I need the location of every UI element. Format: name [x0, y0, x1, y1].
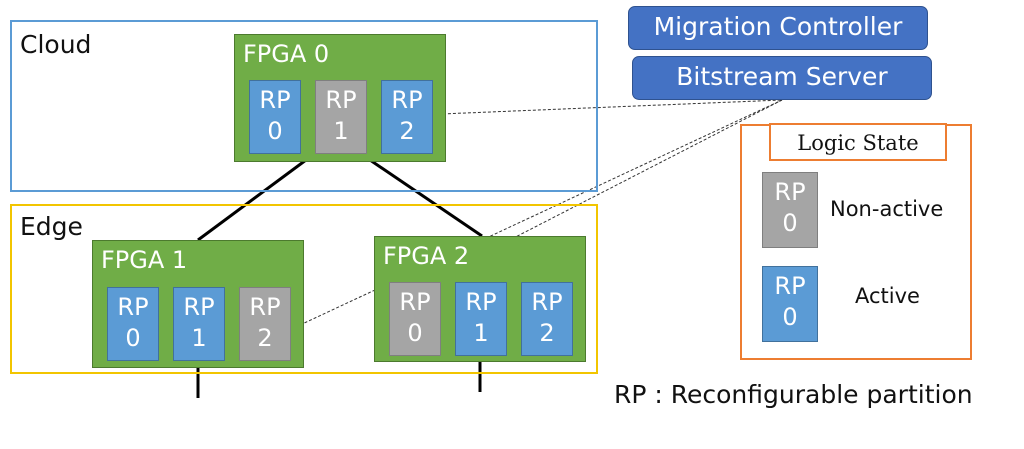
- fpga-title: FPGA 0: [243, 40, 330, 68]
- rp-index: 2: [539, 319, 555, 347]
- cloud-label: Cloud: [20, 30, 92, 59]
- rp-box: RP 2: [239, 287, 291, 361]
- rp-box: RP 2: [521, 282, 573, 356]
- rp-label: RP: [259, 86, 291, 114]
- rp-box: RP 1: [315, 80, 367, 154]
- edge-label: Edge: [20, 212, 83, 241]
- rp-label: RP: [117, 293, 149, 321]
- rp-index: 1: [473, 319, 489, 347]
- edge-region: [10, 204, 598, 374]
- rp-label: RP: [465, 288, 497, 316]
- rp-label: RP: [325, 86, 357, 114]
- rp-index: 0: [407, 319, 423, 347]
- rp-label: RP: [391, 86, 423, 114]
- rp-box: RP 1: [455, 282, 507, 356]
- rp-box: RP 2: [381, 80, 433, 154]
- legend-active-label: Active: [855, 284, 920, 308]
- rp-index: 2: [257, 324, 273, 352]
- rp-box: RP 1: [173, 287, 225, 361]
- legend-active-swatch: RP 0: [762, 266, 818, 342]
- rp-label: RP: [249, 293, 281, 321]
- rp-label: RP: [774, 178, 806, 206]
- fpga-2: FPGA 2 RP 0 RP 1 RP 2: [374, 236, 586, 362]
- rp-box: RP 0: [107, 287, 159, 361]
- rp-label: RP: [774, 272, 806, 300]
- rp-index: 1: [191, 324, 207, 352]
- fpga-0: FPGA 0 RP 0 RP 1 RP 2: [234, 34, 446, 162]
- rp-index: 0: [125, 324, 141, 352]
- rp-label: RP: [183, 293, 215, 321]
- fpga-title: FPGA 1: [101, 246, 188, 274]
- fpga-title: FPGA 2: [383, 242, 470, 270]
- rp-box: RP 0: [249, 80, 301, 154]
- fpga-1: FPGA 1 RP 0 RP 1 RP 2: [92, 240, 304, 368]
- rp-index: 0: [267, 117, 283, 145]
- legend-non-active-swatch: RP 0: [762, 172, 818, 248]
- legend-non-active-label: Non-active: [830, 197, 944, 221]
- rp-box: RP 0: [389, 282, 441, 356]
- bitstream-server-box: Bitstream Server: [632, 56, 932, 100]
- rp-label: RP: [531, 288, 563, 316]
- migration-controller-box: Migration Controller: [628, 6, 928, 50]
- footnote: RP : Reconfigurable partition: [614, 380, 973, 409]
- cloud-region: [10, 20, 598, 192]
- rp-index: 1: [333, 117, 349, 145]
- rp-index: 2: [399, 117, 415, 145]
- rp-label: RP: [399, 288, 431, 316]
- rp-index: 0: [782, 303, 798, 331]
- rp-index: 0: [782, 209, 798, 237]
- legend-title: Logic State: [769, 123, 947, 161]
